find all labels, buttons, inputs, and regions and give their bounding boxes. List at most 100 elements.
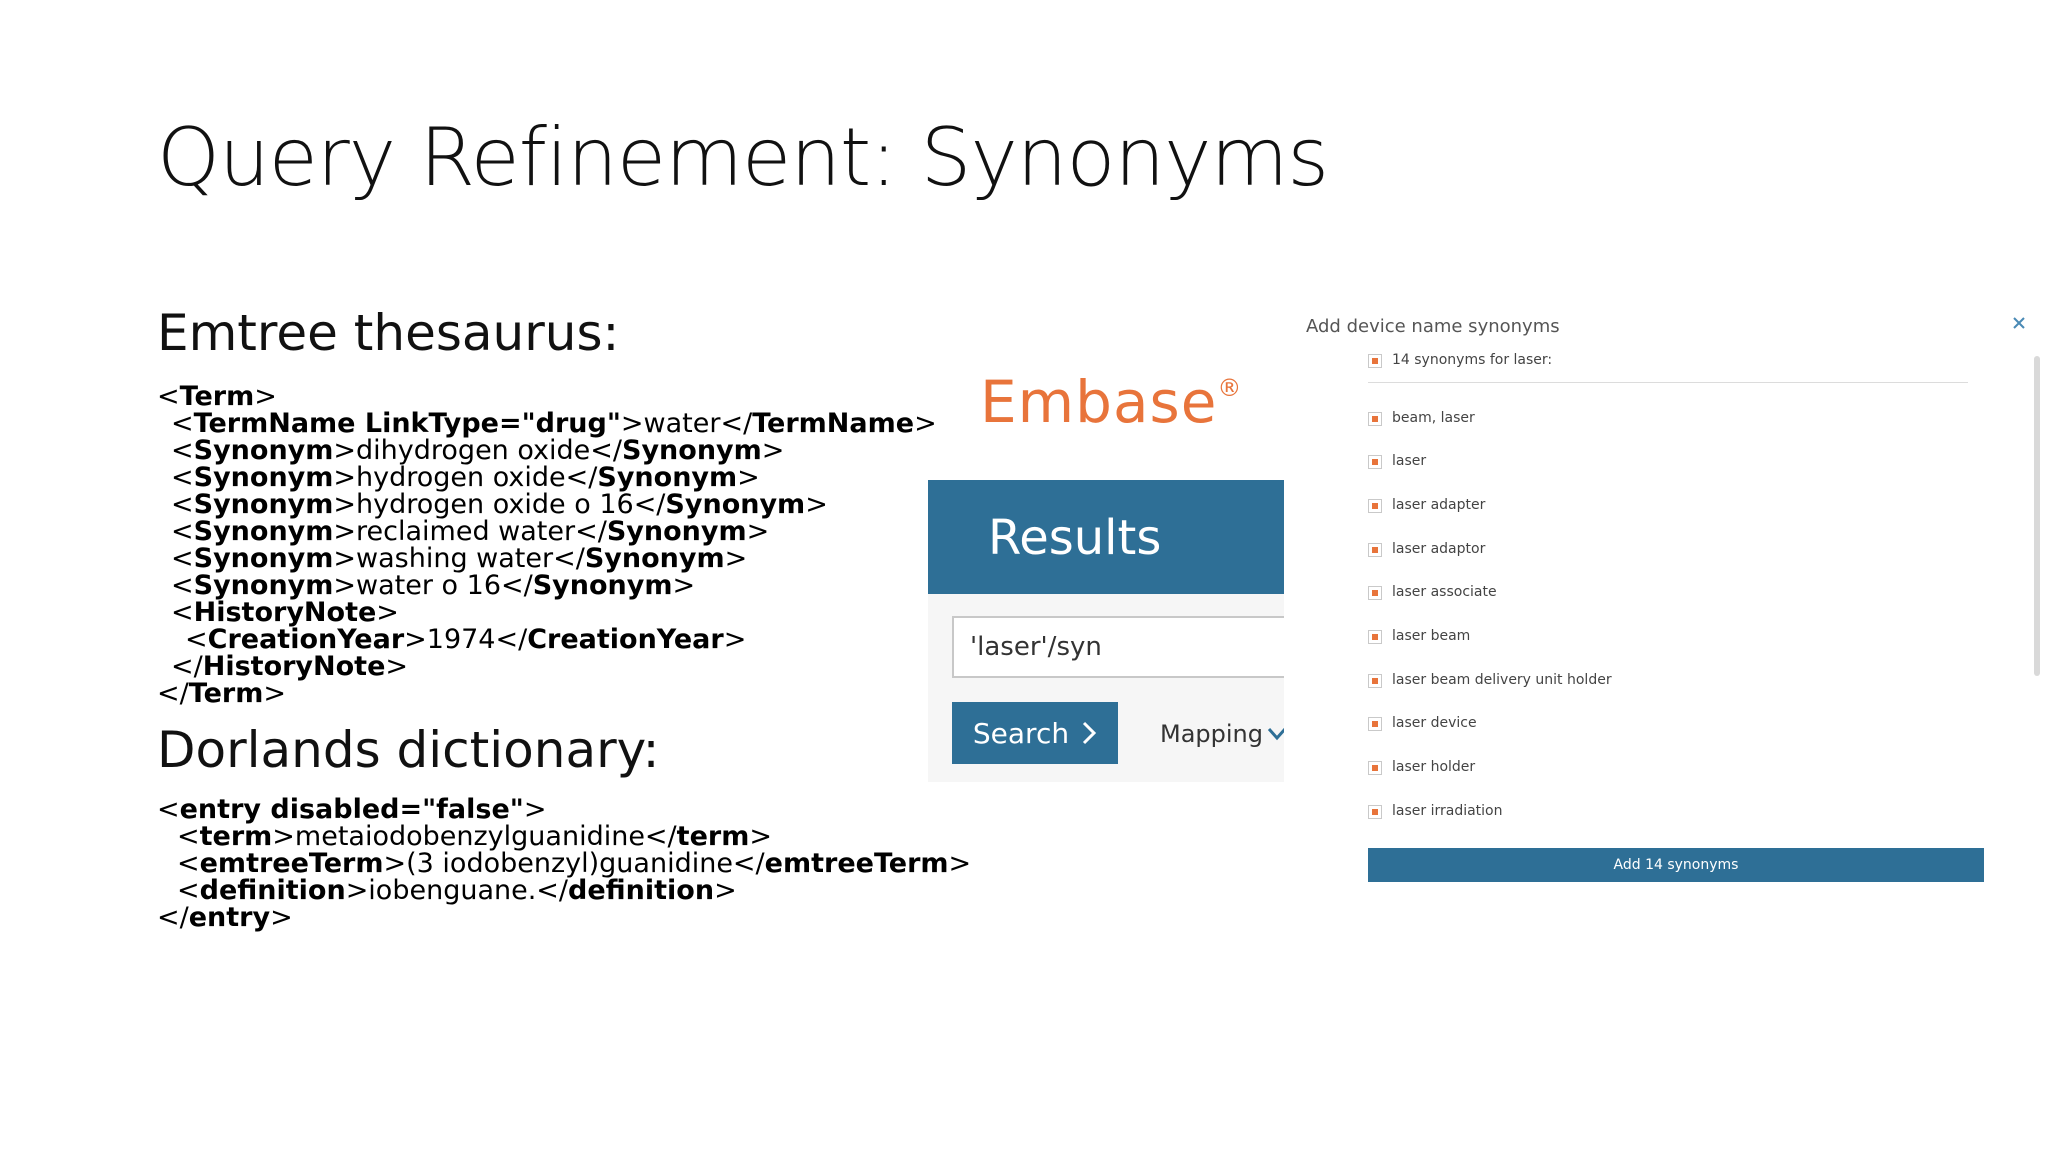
xml-text: > — [805, 489, 828, 520]
synonym-checkbox[interactable] — [1368, 674, 1382, 688]
xml-tag-name: CreationYear — [527, 624, 724, 655]
code-line: <CreationYear>1974</CreationYear> — [157, 626, 937, 653]
xml-tag-name: Synonym — [584, 543, 725, 574]
xml-tag-name: definition — [199, 875, 346, 906]
synonym-item[interactable]: laser adaptor — [1368, 541, 1768, 561]
xml-text: >1974</ — [404, 624, 528, 655]
xml-tag-name: Synonym — [606, 516, 747, 547]
synonym-checkbox[interactable] — [1368, 455, 1382, 469]
xml-text: < — [171, 489, 194, 520]
xml-tag-name: emtreeTerm — [199, 848, 384, 879]
synonym-label: beam, laser — [1392, 410, 1475, 426]
synonym-checkbox[interactable] — [1368, 499, 1382, 513]
synonym-label: laser holder — [1392, 759, 1476, 775]
synonym-checkbox[interactable] — [1368, 805, 1382, 819]
xml-tag-name: Term — [188, 678, 264, 709]
add-synonyms-button[interactable]: Add 14 synonyms — [1368, 848, 1984, 882]
synonym-item[interactable]: laser holder — [1368, 759, 1768, 779]
chevron-right-icon — [1083, 721, 1097, 745]
xml-text: </ — [157, 902, 189, 933]
synonym-item[interactable]: laser beam — [1368, 628, 1768, 648]
xml-text: >iobenguane.</ — [345, 875, 569, 906]
xml-text: < — [157, 381, 180, 412]
dialog-title: Add device name synonyms — [1306, 316, 1560, 337]
synonym-item[interactable]: laser — [1368, 453, 1768, 473]
registered-mark: ® — [1217, 374, 1243, 402]
xml-tag-name: term — [676, 821, 750, 852]
search-button[interactable]: Search — [952, 702, 1118, 764]
xml-tag-name: definition — [568, 875, 715, 906]
xml-text: >washing water</ — [333, 543, 585, 574]
synonym-checkbox[interactable] — [1368, 543, 1382, 557]
code-line: <Term> — [157, 383, 937, 410]
code-line: </Term> — [157, 680, 937, 707]
dorlands-heading: Dorlands dictionary: — [157, 721, 660, 779]
xml-text: > — [746, 516, 770, 547]
xml-tag-name: entry disabled="false" — [179, 794, 524, 825]
xml-text: < — [177, 821, 200, 852]
xml-text: < — [171, 597, 194, 628]
xml-text: < — [171, 435, 194, 466]
xml-tag-name: Synonym — [193, 516, 334, 547]
synonym-checkbox[interactable] — [1368, 761, 1382, 775]
emtree-code-block: <Term><TermName LinkType="drug">water</T… — [157, 383, 937, 707]
xml-text: < — [157, 794, 180, 825]
synonym-item[interactable]: laser associate — [1368, 584, 1768, 604]
xml-tag-name: Synonym — [622, 435, 762, 466]
search-button-label: Search — [972, 716, 1070, 750]
xml-tag-name: Synonym — [193, 489, 334, 520]
xml-text: > — [376, 597, 399, 628]
xml-text: >(3 iodobenzyl)guanidine</ — [383, 848, 765, 879]
dorlands-code-block: <entry disabled="false"><term>metaiodobe… — [157, 796, 971, 931]
embase-logo-text: Embase — [980, 368, 1218, 436]
dialog-scrollbar[interactable] — [2034, 356, 2040, 676]
synonym-checkbox[interactable] — [1368, 630, 1382, 644]
mapping-label: Mapping — [1160, 720, 1263, 748]
xml-tag-name: Synonym — [597, 462, 738, 493]
code-line: </HistoryNote> — [157, 653, 937, 680]
xml-text: < — [177, 875, 200, 906]
code-line: <Synonym>reclaimed water</Synonym> — [157, 518, 937, 545]
xml-text: >water o 16</ — [333, 570, 533, 601]
xml-text: > — [761, 435, 785, 466]
select-all-checkbox[interactable] — [1368, 354, 1382, 368]
xml-text: > — [254, 381, 277, 412]
synonym-checkbox[interactable] — [1368, 586, 1382, 600]
synonym-checkbox[interactable] — [1368, 717, 1382, 731]
results-title: Results — [988, 510, 1162, 566]
xml-tag-name: Synonym — [665, 489, 806, 520]
code-line: </entry> — [157, 904, 971, 931]
xml-text: >metaiodobenzylguanidine</ — [272, 821, 677, 852]
xml-tag-name: emtreeTerm — [764, 848, 949, 879]
synonym-checkbox[interactable] — [1368, 412, 1382, 426]
xml-text: >dihydrogen oxide</ — [333, 435, 623, 466]
xml-text: < — [177, 848, 200, 879]
xml-text: > — [523, 794, 547, 825]
close-icon[interactable] — [2012, 316, 2026, 330]
code-line: <Synonym>dihydrogen oxide</Synonym> — [157, 437, 937, 464]
xml-text: < — [171, 516, 194, 547]
xml-text: > — [263, 678, 286, 709]
xml-tag-name: term — [199, 821, 273, 852]
xml-text: > — [749, 821, 772, 852]
xml-tag-name: Synonym — [193, 435, 334, 466]
mapping-dropdown[interactable]: Mapping — [1160, 720, 1284, 748]
xml-tag-name: Term — [179, 381, 255, 412]
query-input[interactable] — [952, 616, 1284, 678]
synonyms-dialog: Add device name synonyms 14 synonyms for… — [1290, 300, 2048, 882]
code-line: <Synonym>washing water</Synonym> — [157, 545, 937, 572]
synonym-item[interactable]: laser irradiation — [1368, 803, 1768, 823]
synonym-item[interactable]: laser device — [1368, 715, 1768, 735]
code-line: <Synonym>hydrogen oxide o 16</Synonym> — [157, 491, 937, 518]
xml-tag-name: Synonym — [193, 543, 334, 574]
chevron-down-icon — [1267, 728, 1284, 741]
xml-tag-name: Synonym — [193, 570, 334, 601]
xml-tag-name: CreationYear — [207, 624, 405, 655]
synonym-item[interactable]: laser beam delivery unit holder — [1368, 672, 1768, 692]
xml-text: >hydrogen oxide</ — [333, 462, 598, 493]
synonym-item[interactable]: laser adapter — [1368, 497, 1768, 517]
synonym-item[interactable]: beam, laser — [1368, 410, 1768, 430]
code-line: <definition>iobenguane.</definition> — [157, 877, 971, 904]
xml-text: >reclaimed water</ — [333, 516, 607, 547]
xml-text: < — [185, 624, 208, 655]
